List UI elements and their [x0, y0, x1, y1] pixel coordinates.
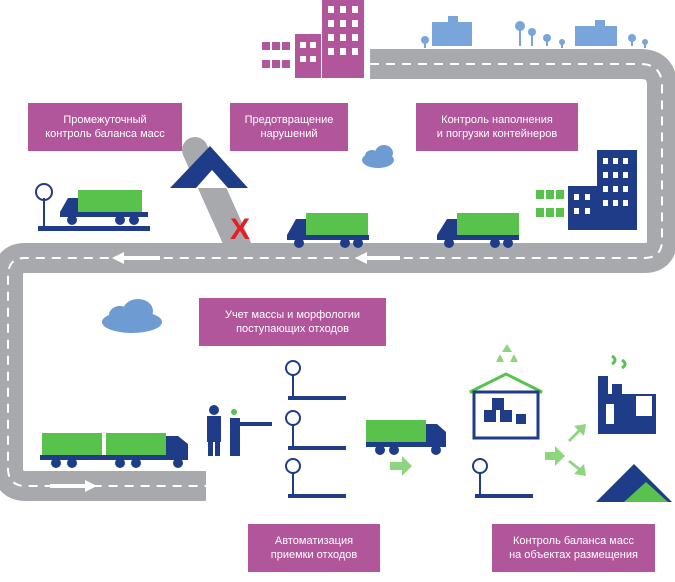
scale-icon: [285, 410, 346, 450]
label-violation-prevention: Предотвращение нарушений: [230, 103, 348, 151]
truck-icon: [287, 213, 369, 248]
truck-icon: [40, 433, 188, 468]
label-automation-text: Автоматизация приемки отходов: [270, 535, 358, 561]
building-windows: [300, 6, 358, 62]
label-intermediate-text: Промежуточный контроль баланса масс: [45, 114, 165, 140]
cloud-icon: [362, 145, 394, 168]
scale-icon: [285, 360, 346, 400]
waste-bin-icon: [536, 190, 564, 217]
label-prevention-text: Предотвращение нарушений: [244, 114, 334, 140]
barrier-guard-icon: [207, 405, 272, 456]
landfill-mountain-icon: [596, 464, 672, 502]
flow-arrow-icon: [390, 424, 586, 476]
truck-icon: [366, 420, 446, 455]
label-mass-accounting: Учет массы и морфологии поступающих отхо…: [199, 298, 386, 346]
building-windows: [574, 158, 628, 214]
city-buildings-icon: [262, 0, 364, 78]
label-intermediate-mass-balance: Промежуточный контроль баланса масс: [28, 103, 182, 151]
label-fill-control-text: Контроль наполнения и погрузки контейнер…: [436, 114, 558, 140]
factory-icon: [598, 354, 656, 434]
cloud-icon: [102, 299, 162, 333]
scale-icon: [285, 458, 346, 498]
label-placement-balance-text: Контроль баланса масс на объектах размещ…: [509, 535, 638, 561]
scale-icon: [35, 183, 150, 231]
scale-icon: [472, 458, 533, 498]
recycling-warehouse-icon: [469, 344, 543, 440]
violation-mark: X: [230, 213, 250, 246]
label-placement-balance: Контроль баланса масс на объектах размещ…: [492, 524, 655, 572]
city-skyline-icon: [421, 16, 648, 48]
landfill-mountain-icon: [170, 146, 248, 188]
truck-icon: [437, 213, 519, 248]
road-arrow-icon: [50, 252, 400, 492]
label-fill-control: Контроль наполнения и погрузки контейнер…: [416, 103, 578, 151]
label-mass-accounting-text: Учет массы и морфологии поступающих отхо…: [224, 309, 361, 335]
truck-icon: [60, 190, 148, 225]
label-automation: Автоматизация приемки отходов: [248, 524, 380, 572]
